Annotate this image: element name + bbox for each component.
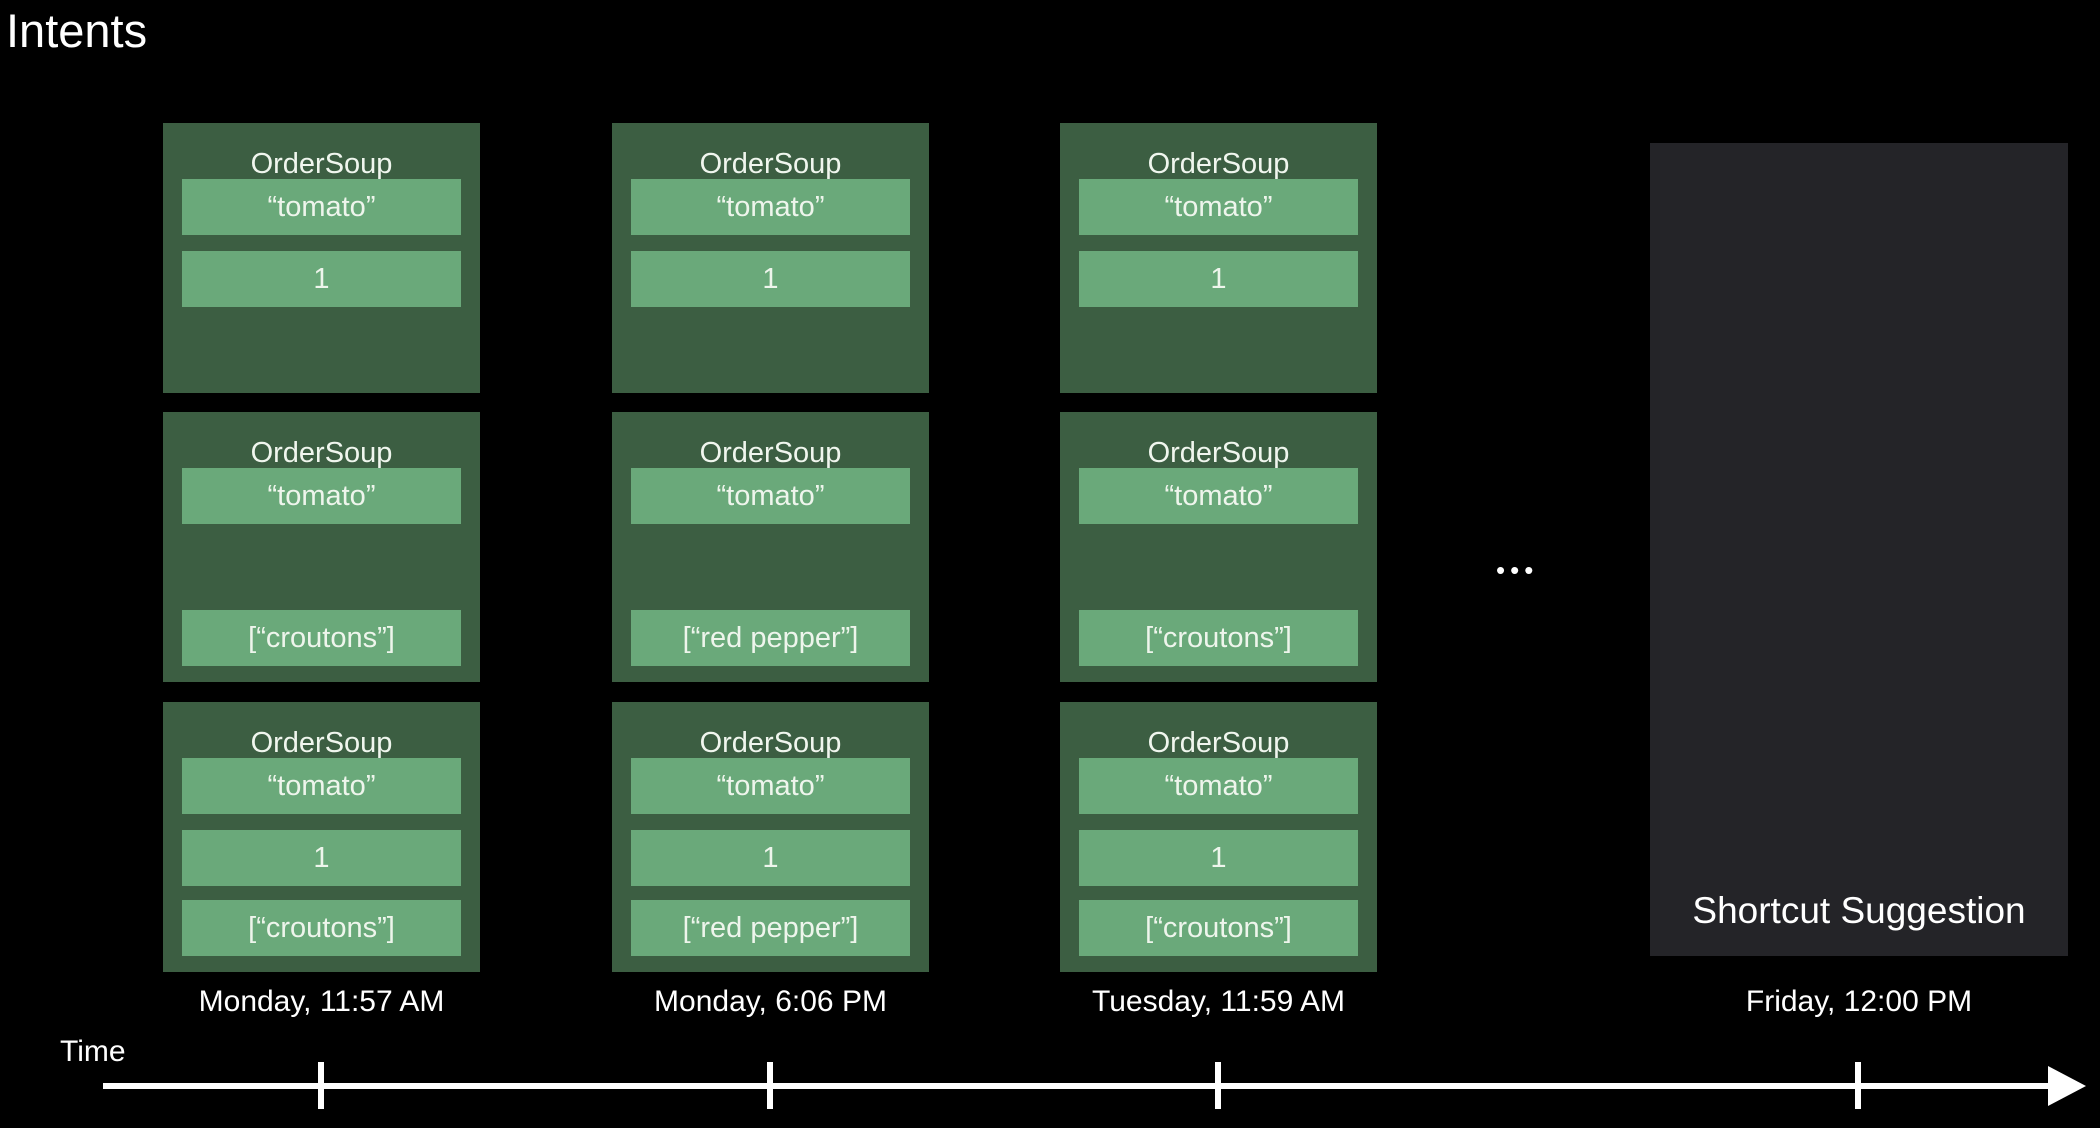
timeline-tick — [1855, 1062, 1861, 1109]
intent-param-toppings — [182, 321, 461, 377]
intent-param-soup: “tomato” — [182, 179, 461, 235]
intent-param-quantity: 1 — [631, 830, 910, 886]
intent-param-toppings: [“red pepper”] — [631, 610, 910, 666]
intent-name: OrderSoup — [250, 727, 393, 759]
intent-param-quantity: 1 — [182, 830, 461, 886]
intent-name: OrderSoup — [1147, 437, 1290, 469]
intent-param-soup: “tomato” — [631, 468, 910, 524]
intent-name: OrderSoup — [1147, 148, 1290, 180]
shortcut-suggestion-box: Shortcut Suggestion — [1650, 143, 2068, 956]
timeline-arrow-icon — [2048, 1066, 2086, 1106]
ellipsis-icon: ••• — [1496, 555, 1539, 585]
intent-param-soup: “tomato” — [631, 758, 910, 814]
intent-param-toppings: [“croutons”] — [1079, 610, 1358, 666]
timeline-tick — [767, 1062, 773, 1109]
intent-param-quantity — [182, 540, 461, 596]
intent-param-soup: “tomato” — [1079, 468, 1358, 524]
intent-name: OrderSoup — [1147, 727, 1290, 759]
intent-card: OrderSoup “tomato” [“red pepper”] — [612, 412, 929, 682]
intent-param-quantity: 1 — [1079, 830, 1358, 886]
intent-name: OrderSoup — [699, 727, 842, 759]
intent-card: OrderSoup “tomato” 1 [“croutons”] — [1060, 702, 1377, 972]
shortcut-suggestion-label: Shortcut Suggestion — [1692, 890, 2026, 931]
page-title: Intents — [6, 4, 148, 57]
intent-param-soup: “tomato” — [182, 468, 461, 524]
intent-card: OrderSoup “tomato” [“croutons”] — [1060, 412, 1377, 682]
timeline-tick — [1215, 1062, 1221, 1109]
intent-name: OrderSoup — [699, 437, 842, 469]
intent-param-toppings: [“red pepper”] — [631, 900, 910, 956]
intent-param-toppings — [631, 321, 910, 377]
intent-param-quantity — [1079, 540, 1358, 596]
intent-param-soup: “tomato” — [631, 179, 910, 235]
intent-param-quantity: 1 — [182, 251, 461, 307]
intent-name: OrderSoup — [250, 148, 393, 180]
timeline-label: Time — [60, 1035, 126, 1068]
intent-name: OrderSoup — [250, 437, 393, 469]
intent-param-toppings: [“croutons”] — [182, 900, 461, 956]
intent-param-quantity: 1 — [1079, 251, 1358, 307]
intent-param-quantity — [631, 540, 910, 596]
intent-param-soup: “tomato” — [1079, 179, 1358, 235]
intent-param-soup: “tomato” — [182, 758, 461, 814]
column-timestamp: Monday, 11:57 AM — [198, 985, 445, 1018]
column-timestamp: Friday, 12:00 PM — [1745, 985, 1973, 1018]
intent-param-quantity: 1 — [631, 251, 910, 307]
timeline-tick — [318, 1062, 324, 1109]
column-timestamp: Tuesday, 11:59 AM — [1092, 985, 1345, 1018]
intent-card: OrderSoup “tomato” 1 [“croutons”] — [163, 702, 480, 972]
intent-card: OrderSoup “tomato” 1 — [612, 123, 929, 393]
intent-param-toppings: [“croutons”] — [1079, 900, 1358, 956]
intent-param-toppings: [“croutons”] — [182, 610, 461, 666]
column-timestamp: Monday, 6:06 PM — [654, 985, 887, 1018]
intent-card: OrderSoup “tomato” 1 — [1060, 123, 1377, 393]
intent-param-toppings — [1079, 321, 1358, 377]
timeline-axis — [103, 1083, 2053, 1089]
intent-name: OrderSoup — [699, 148, 842, 180]
intent-param-soup: “tomato” — [1079, 758, 1358, 814]
intent-card: OrderSoup “tomato” 1 [“red pepper”] — [612, 702, 929, 972]
intent-card: OrderSoup “tomato” 1 — [163, 123, 480, 393]
intent-card: OrderSoup “tomato” [“croutons”] — [163, 412, 480, 682]
